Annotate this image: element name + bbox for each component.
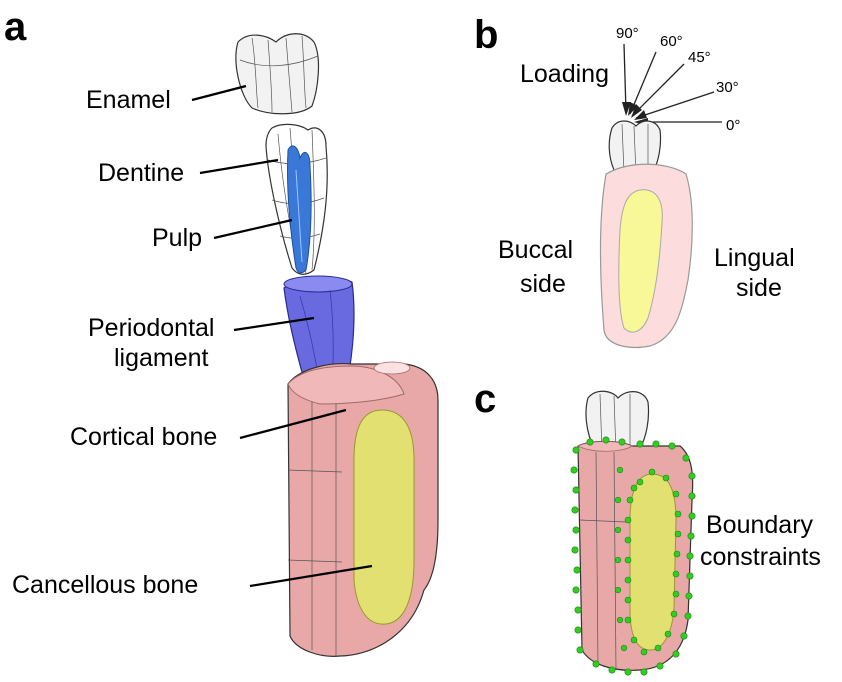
- label-loading: Loading: [520, 60, 609, 88]
- label-pulp: Pulp: [152, 224, 202, 252]
- label-lingual-2: side: [736, 274, 782, 302]
- label-buccal-1: Buccal: [498, 236, 573, 264]
- panel-letter-a: a: [4, 5, 27, 49]
- bone-cross-section-b: [601, 164, 693, 347]
- label-dentine: Dentine: [98, 159, 184, 187]
- angle-0: 0°: [726, 117, 740, 134]
- label-lingual-1: Lingual: [714, 244, 795, 272]
- leader-enamel: [192, 86, 246, 100]
- label-buccal-2: side: [520, 270, 566, 298]
- cortical-bone-block: [288, 362, 438, 656]
- label-periodontal-1: Periodontal: [88, 314, 214, 342]
- cancellous-region-c: [630, 474, 676, 650]
- label-boundary-1: Boundary: [706, 511, 814, 539]
- label-periodontal-2: ligament: [114, 344, 209, 372]
- angle-90: 90°: [616, 25, 639, 42]
- label-enamel: Enamel: [86, 86, 171, 114]
- label-cortical: Cortical bone: [70, 423, 217, 451]
- panel-letter-c: c: [474, 377, 496, 421]
- angle-45: 45°: [688, 49, 711, 66]
- enamel-crown: [236, 34, 319, 114]
- label-boundary-2: constraints: [700, 543, 821, 571]
- angle-60: 60°: [660, 33, 683, 50]
- leader-pulp: [214, 220, 292, 238]
- panel-letter-b: b: [474, 13, 498, 57]
- label-cancellous: Cancellous bone: [12, 571, 198, 599]
- cancellous-bone-region: [354, 410, 414, 624]
- angle-30: 30°: [716, 79, 739, 96]
- leader-dentine: [200, 160, 278, 173]
